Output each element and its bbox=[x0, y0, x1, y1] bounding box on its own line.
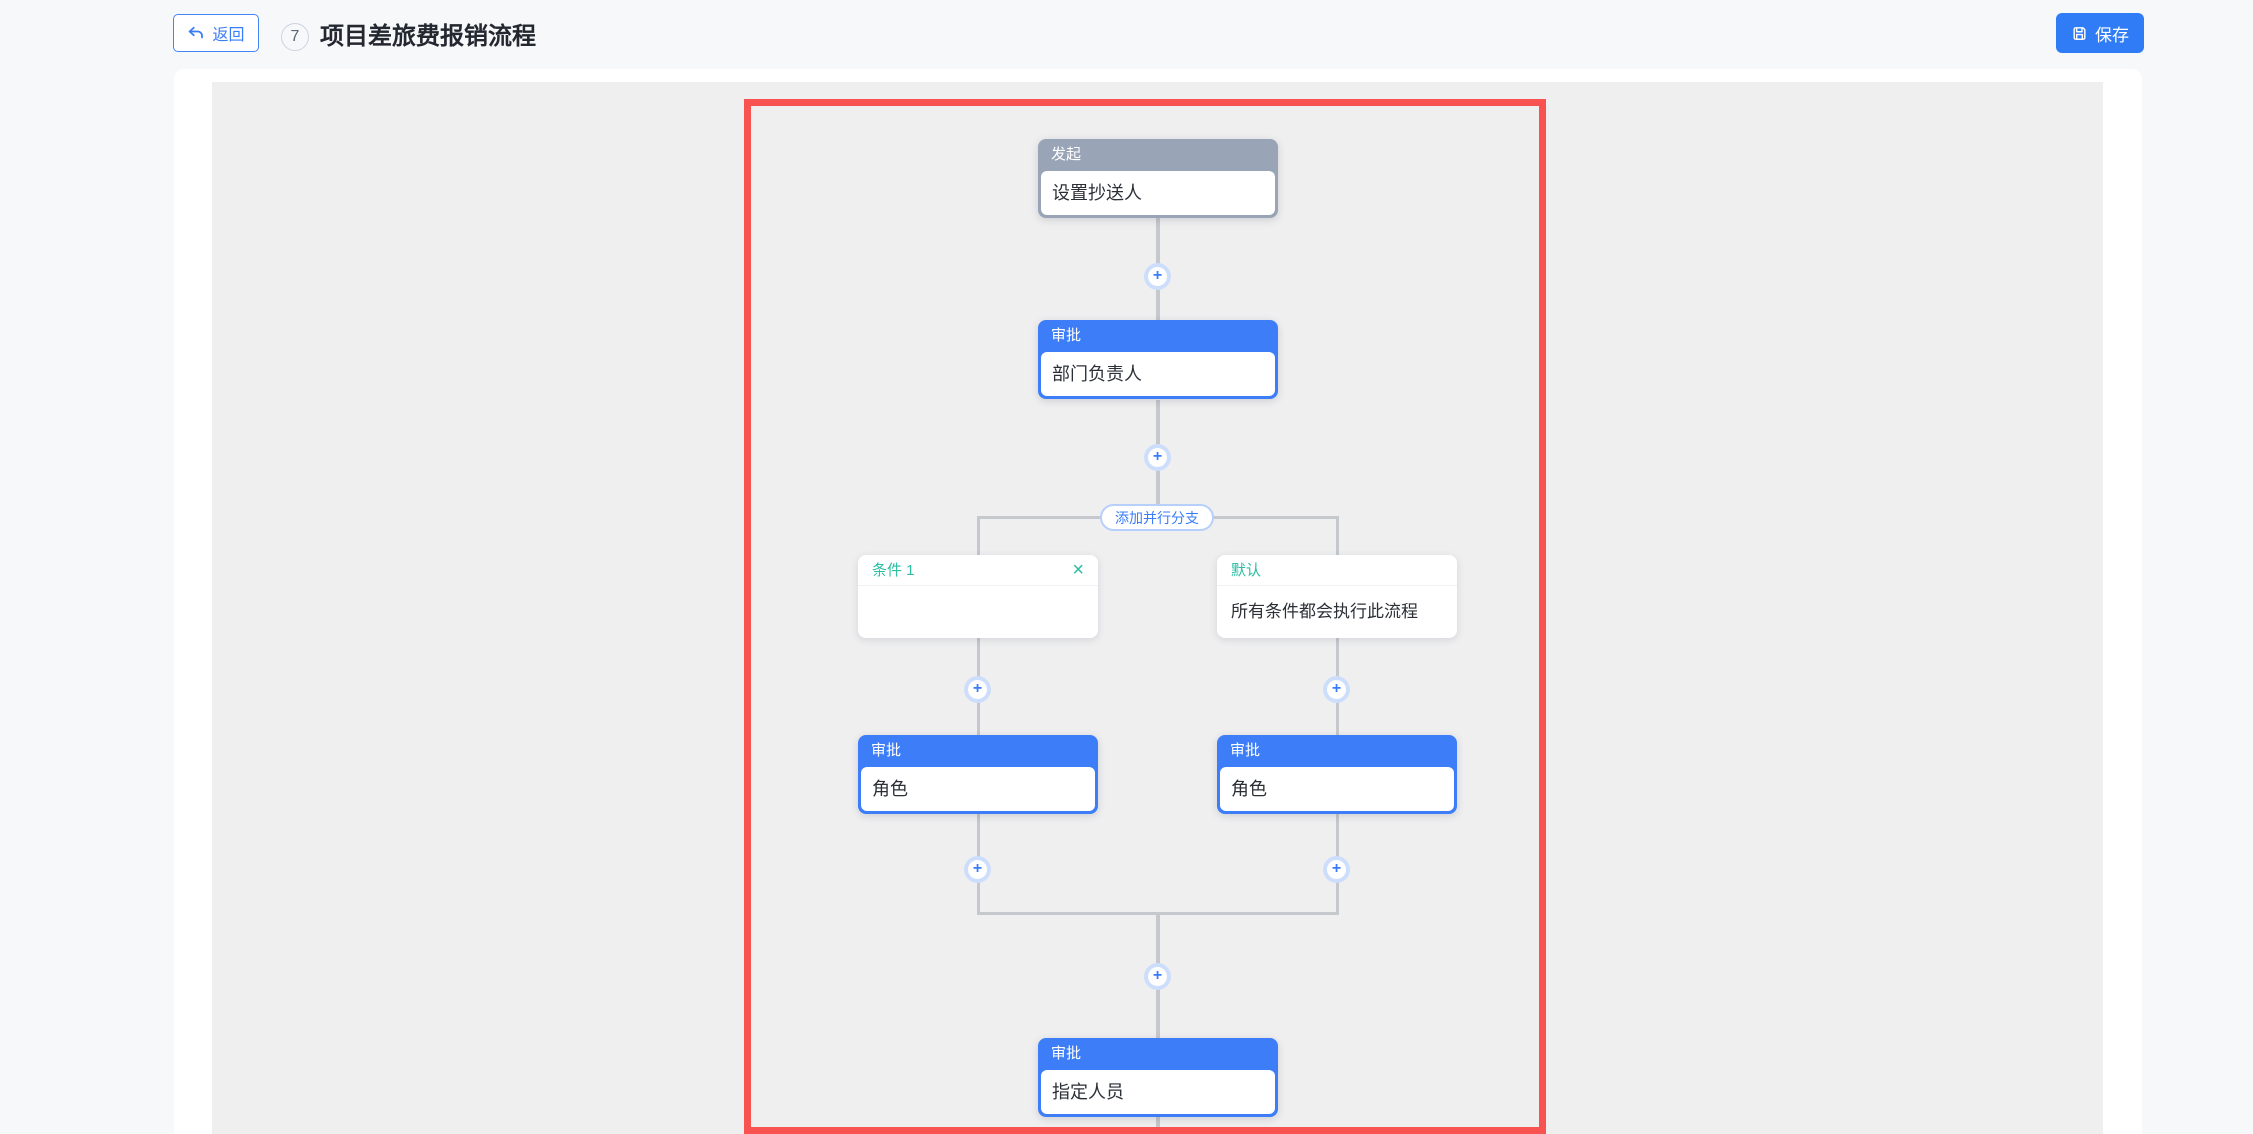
node-type-label: 审批 bbox=[871, 742, 902, 759]
plus-icon: + bbox=[1327, 680, 1346, 699]
step-badge: 7 bbox=[281, 23, 309, 51]
add-parallel-branch-button[interactable]: 添加并行分支 bbox=[1100, 504, 1214, 531]
node-content: 角色 bbox=[1220, 767, 1454, 811]
node-approver-dept-head[interactable]: 审批 部门负责人 bbox=[1038, 320, 1278, 399]
node-content: 指定人员 bbox=[1041, 1070, 1275, 1114]
connector-line bbox=[1336, 516, 1339, 557]
page-title: 项目差旅费报销流程 bbox=[320, 23, 536, 50]
node-content: 设置抄送人 bbox=[1041, 171, 1275, 215]
close-icon[interactable]: × bbox=[1072, 559, 1084, 581]
back-button-label: 返回 bbox=[212, 27, 245, 44]
back-arrow-icon bbox=[187, 24, 205, 42]
plus-icon: + bbox=[968, 680, 987, 699]
node-condition-1[interactable]: 条件 1 × bbox=[858, 555, 1098, 638]
add-node-button[interactable]: + bbox=[964, 856, 991, 883]
node-content: 角色 bbox=[861, 767, 1095, 811]
save-button-label: 保存 bbox=[2095, 25, 2129, 45]
node-approver-role-left[interactable]: 审批 角色 bbox=[858, 735, 1098, 814]
plus-icon: + bbox=[1148, 448, 1167, 467]
add-node-button[interactable]: + bbox=[1144, 963, 1171, 990]
save-icon bbox=[2071, 25, 2088, 42]
condition-label: 默认 bbox=[1231, 561, 1262, 579]
add-node-button[interactable]: + bbox=[1323, 856, 1350, 883]
connector-line bbox=[1156, 1115, 1160, 1134]
node-type-label: 审批 bbox=[1051, 327, 1082, 344]
node-content: 部门负责人 bbox=[1041, 352, 1275, 396]
node-type-label: 审批 bbox=[1051, 1045, 1082, 1062]
add-node-button[interactable]: + bbox=[964, 676, 991, 703]
add-node-button[interactable]: + bbox=[1144, 263, 1171, 290]
node-type-label: 审批 bbox=[1230, 742, 1261, 759]
add-node-button[interactable]: + bbox=[1144, 444, 1171, 471]
plus-icon: + bbox=[968, 860, 987, 879]
node-condition-default[interactable]: 默认 所有条件都会执行此流程 bbox=[1217, 555, 1457, 638]
node-approver-role-right[interactable]: 审批 角色 bbox=[1217, 735, 1457, 814]
node-type-label: 发起 bbox=[1051, 146, 1082, 163]
save-button[interactable]: 保存 bbox=[2056, 13, 2144, 53]
node-start[interactable]: 发起 设置抄送人 bbox=[1038, 139, 1278, 218]
condition-content bbox=[858, 586, 1098, 637]
back-button[interactable]: 返回 bbox=[173, 14, 259, 52]
plus-icon: + bbox=[1148, 267, 1167, 286]
node-approver-designated[interactable]: 审批 指定人员 bbox=[1038, 1038, 1278, 1117]
connector-line bbox=[977, 516, 980, 557]
plus-icon: + bbox=[1327, 860, 1346, 879]
add-node-button[interactable]: + bbox=[1323, 676, 1350, 703]
condition-content: 所有条件都会执行此流程 bbox=[1231, 602, 1418, 621]
plus-icon: + bbox=[1148, 967, 1167, 986]
top-bar: 返回 7 项目差旅费报销流程 保存 bbox=[0, 0, 2253, 69]
condition-label: 条件 1 bbox=[872, 561, 915, 579]
